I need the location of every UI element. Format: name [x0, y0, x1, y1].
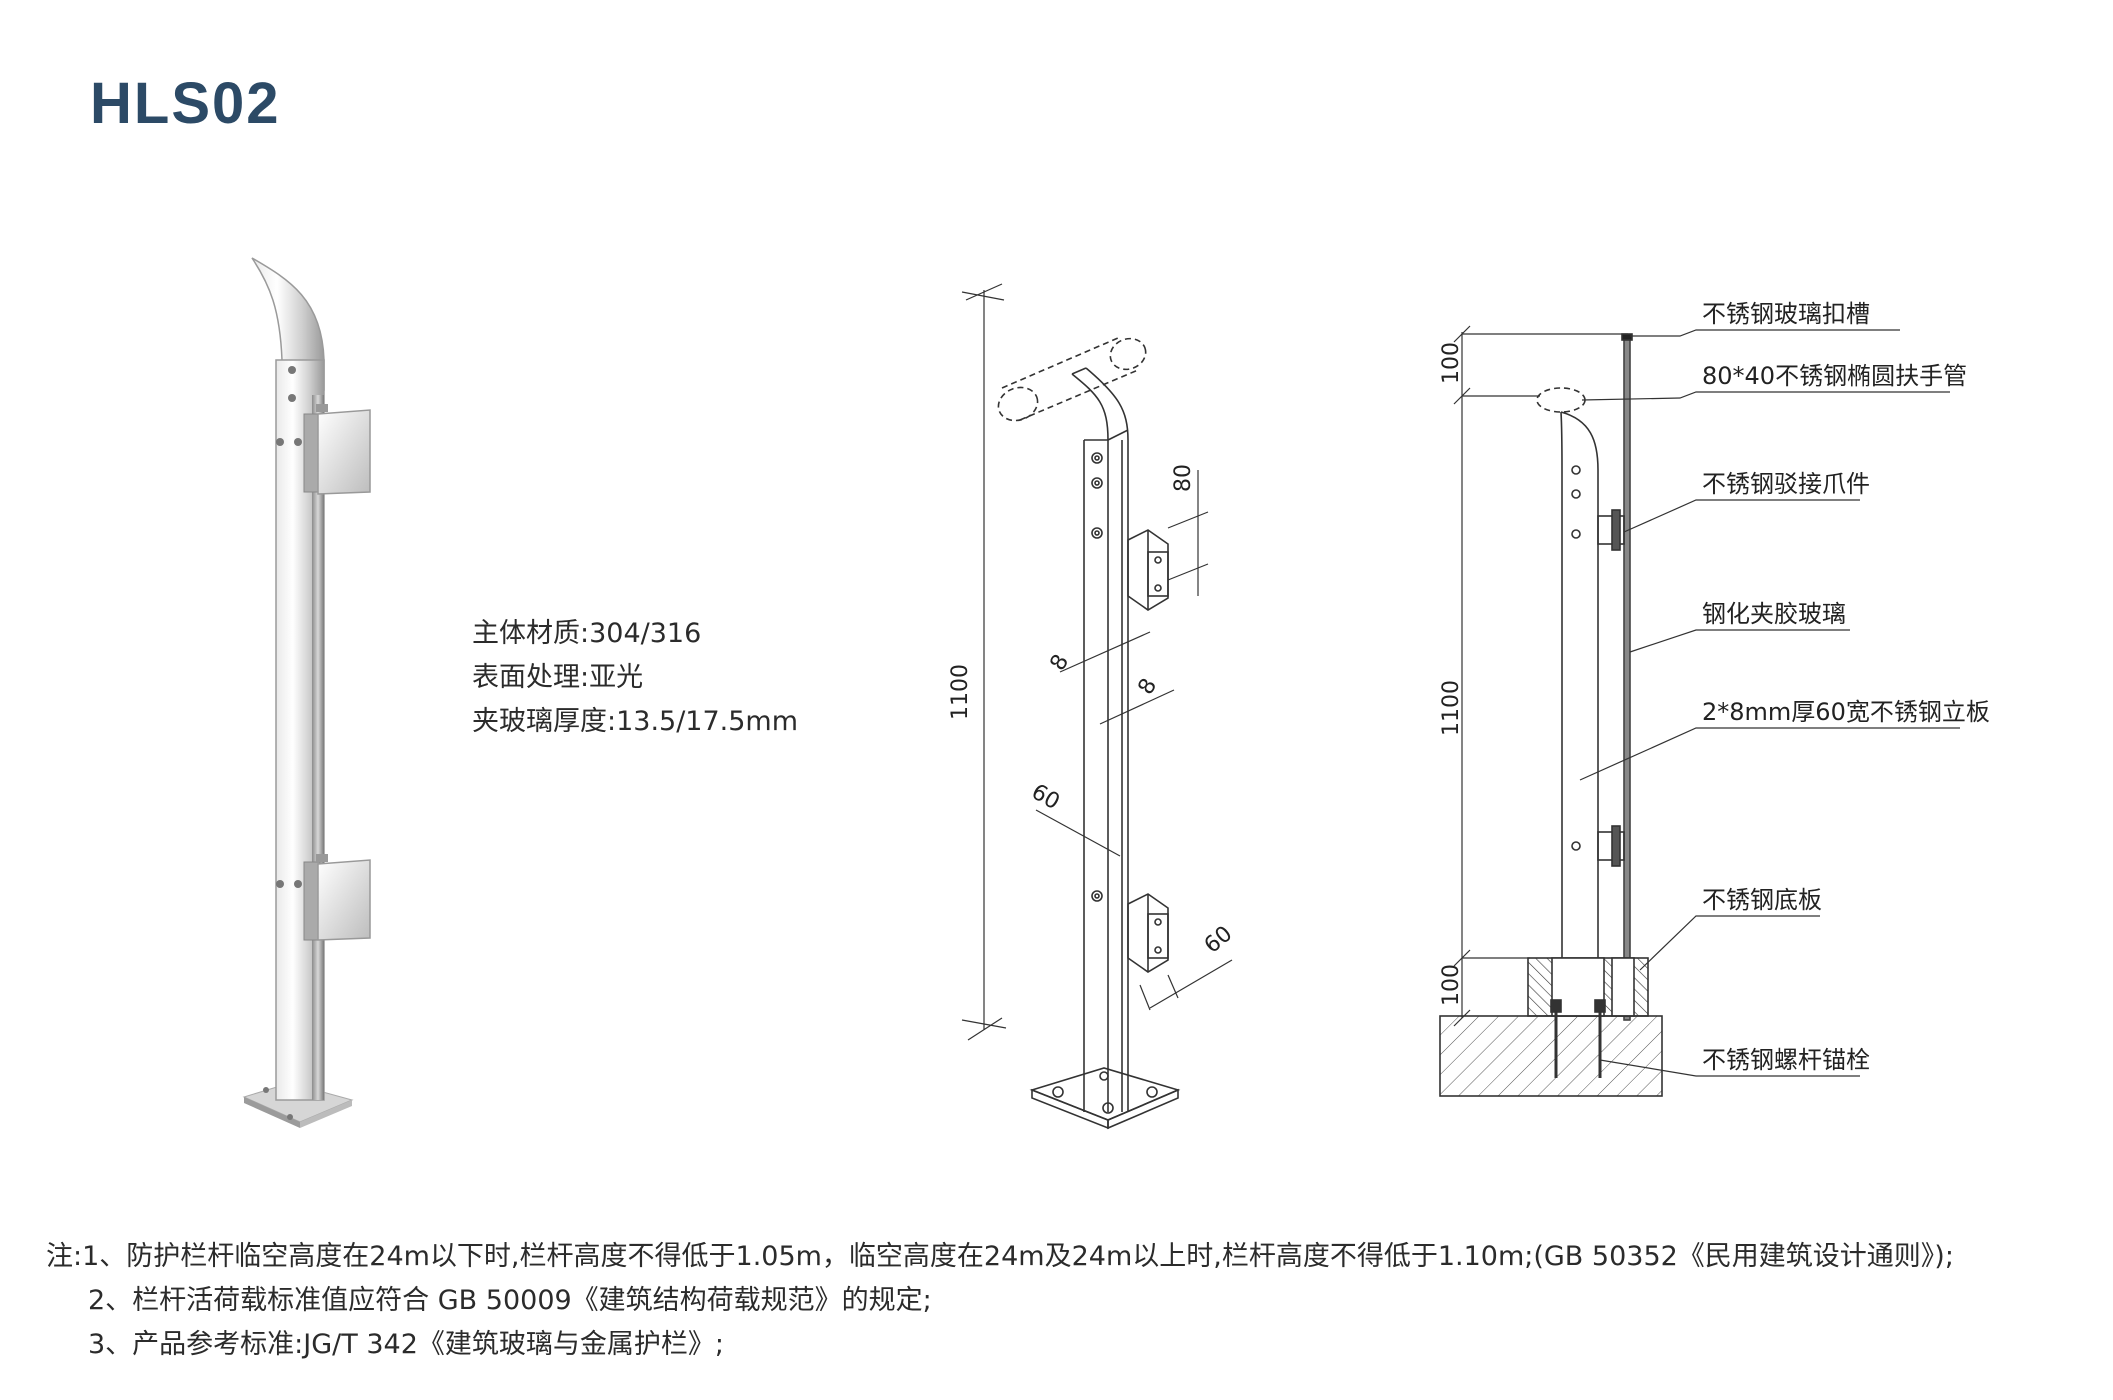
label-glass-channel: 不锈钢玻璃扣槽 [1702, 300, 1870, 328]
label-base-plate: 不锈钢底板 [1702, 886, 1822, 914]
dim-60b-label: 60 [1200, 921, 1238, 958]
spec-glass-thickness: 夹玻璃厚度:13.5/17.5mm [472, 706, 799, 737]
dim-60a-label: 60 [1027, 780, 1064, 816]
label-anchor-bolt: 不锈钢螺杆锚栓 [1702, 1046, 1870, 1074]
section-drawing [1439, 325, 1960, 1097]
section-dimensions: 100 1100 100 [1439, 342, 1464, 1006]
note-3: 3、产品参考标准:JG/T 342《建筑玻璃与金属护栏》; [88, 1329, 724, 1360]
section-dim-base: 100 [1439, 964, 1464, 1006]
label-spider-fitting: 不锈钢驳接爪件 [1702, 470, 1870, 498]
section-dim-height: 1100 [1439, 680, 1464, 736]
label-upright-plate: 2*8mm厚60宽不锈钢立板 [1702, 698, 1990, 726]
note-1: 注:1、防护栏杆临空高度在24m以下时,栏杆高度不得低于1.05m，临空高度在2… [46, 1241, 1954, 1272]
label-handrail-tube: 80*40不锈钢椭圆扶手管 [1702, 362, 1967, 390]
spec-finish: 表面处理:亚光 [472, 662, 644, 693]
isometric-drawing [961, 283, 1233, 1130]
page-title: HLS02 [90, 71, 281, 136]
note-2: 2、栏杆活荷载标准值应符合 GB 50009《建筑结构荷载规范》的规定; [88, 1285, 932, 1316]
dim-8a-label: 8 [1046, 650, 1075, 675]
product-photo [242, 257, 371, 1128]
isometric-dimensions: 1100 80 8 8 60 60 [948, 464, 1237, 959]
spec-list: 主体材质:304/316 表面处理:亚光 夹玻璃厚度:13.5/17.5mm [472, 612, 798, 744]
label-laminated-glass: 钢化夹胶玻璃 [1702, 600, 1846, 628]
dim-80-label: 80 [1171, 464, 1196, 492]
notes: 注:1、防护栏杆临空高度在24m以下时,栏杆高度不得低于1.05m，临空高度在2… [46, 1235, 1954, 1367]
section-labels: 不锈钢玻璃扣槽 80*40不锈钢椭圆扶手管 不锈钢驳接爪件 钢化夹胶玻璃 2*8… [1702, 300, 1990, 1074]
dim-8b-label: 8 [1134, 674, 1163, 699]
spec-material: 主体材质:304/316 [472, 618, 702, 649]
section-dim-top: 100 [1439, 342, 1464, 384]
dim-height-label: 1100 [948, 664, 973, 720]
